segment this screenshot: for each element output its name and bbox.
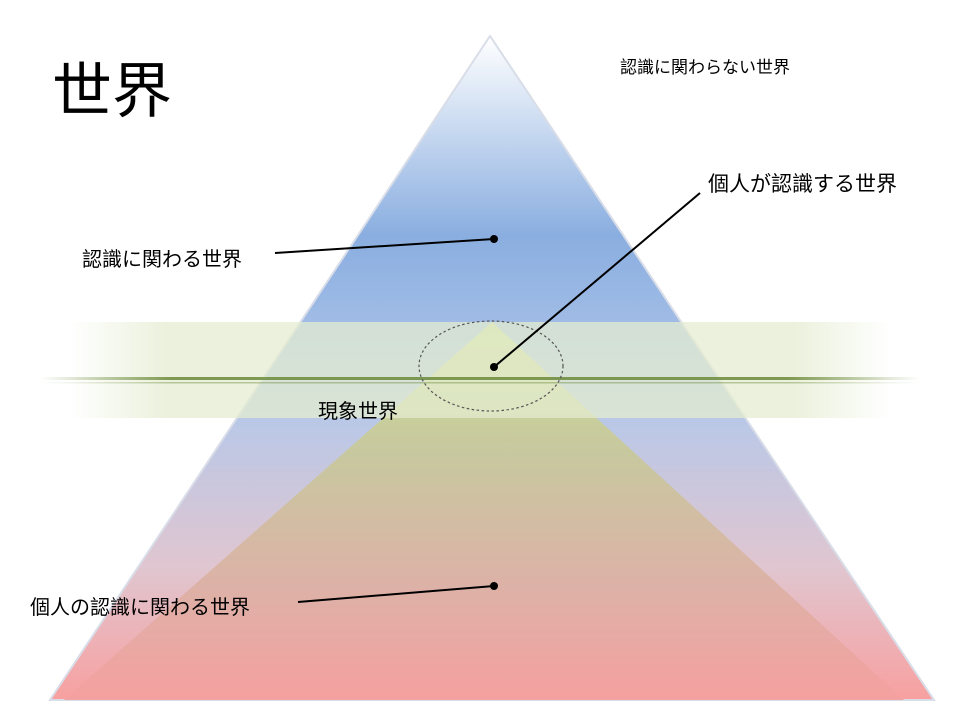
- anchor-dot-cognition: [490, 235, 498, 243]
- phenomenal-band: [70, 322, 890, 418]
- label-related-to-cognition: 認識に関わる世界: [82, 247, 242, 271]
- horizon-line-shadow: [40, 382, 920, 384]
- leader-line-cognition: [274, 238, 495, 254]
- recognition-ellipse: [418, 320, 564, 412]
- individual-cognition-triangle: [64, 322, 904, 700]
- page-title: 世界: [52, 57, 172, 127]
- label-outside-cognition: 認識に関わらない世界: [620, 58, 790, 78]
- horizon-line: [40, 377, 920, 380]
- anchor-dot-individual-recognition: [490, 363, 498, 371]
- label-individual-cognition: 個人の認識に関わる世界: [30, 595, 250, 619]
- anchor-dot-individual-cognition: [490, 582, 498, 590]
- leader-line-individual-cognition: [297, 585, 495, 603]
- label-individual-recognition: 個人が認識する世界: [708, 172, 897, 196]
- leader-line-individual-recognition: [493, 192, 701, 368]
- label-phenomenal-world: 現象世界: [318, 399, 398, 423]
